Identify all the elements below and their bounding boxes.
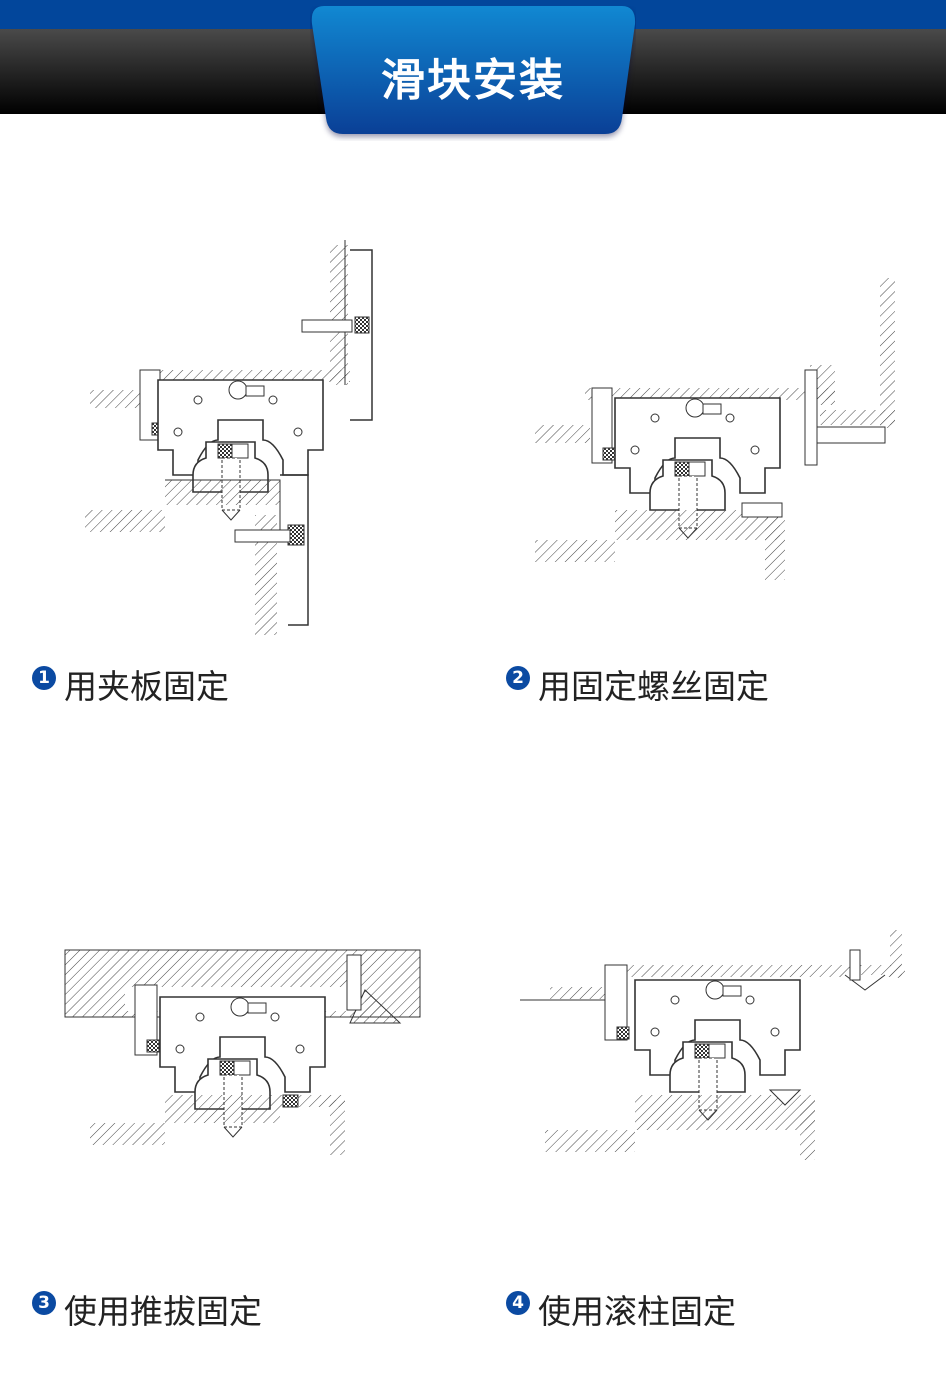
number-badge: 4 [506, 1291, 530, 1315]
caption-label: 用夹板固定 [64, 667, 229, 706]
caption-method-4: 4 使用滚柱固定 [506, 1285, 736, 1333]
header-tab-shape [311, 6, 636, 134]
caption-method-3: 3 使用推拔固定 [32, 1285, 262, 1333]
page-title: 滑块安装 [381, 55, 565, 106]
header-tab: 滑块安装 [310, 6, 636, 136]
caption-label: 使用滚柱固定 [538, 1292, 736, 1331]
diagram-set-screw [535, 278, 895, 580]
diagram-roller [520, 930, 905, 1160]
caption-method-2: 2 用固定螺丝固定 [506, 660, 769, 708]
caption-label: 用固定螺丝固定 [538, 667, 769, 706]
caption-method-1: 1 用夹板固定 [32, 660, 229, 708]
number-badge: 1 [32, 666, 56, 690]
diagram-taper-gib [64, 949, 421, 1155]
diagram-clamp-plate [85, 240, 373, 635]
number-badge: 3 [32, 1291, 56, 1315]
caption-label: 使用推拔固定 [64, 1292, 262, 1331]
number-badge: 2 [506, 666, 530, 690]
